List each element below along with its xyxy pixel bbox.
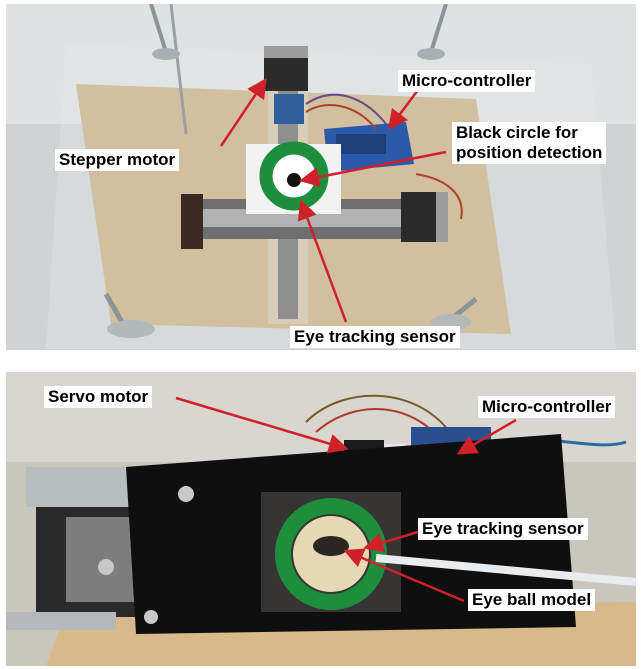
label-eye-ball-model: Eye ball model xyxy=(468,589,596,611)
eye-tracking-sensor-ring xyxy=(275,498,387,610)
top-photo: Stepper motor Micro-controller Black cir… xyxy=(6,4,636,350)
bottom-photo: Servo motor Micro-controller Eye trackin… xyxy=(6,372,636,666)
label-eye-tracking-sensor: Eye tracking sensor xyxy=(418,518,588,540)
arrow-eye-ball-model xyxy=(343,548,465,603)
label-eye-tracking-sensor: Eye tracking sensor xyxy=(290,326,460,348)
bottom-photo-image xyxy=(6,372,636,666)
label-stepper-motor: Stepper motor xyxy=(55,149,180,171)
arrow-eye-tracking-sensor xyxy=(363,530,419,553)
arrow-black-circle xyxy=(299,150,447,187)
arrow-stepper-motor xyxy=(219,77,267,147)
arrow-eye-tracking-sensor xyxy=(297,199,348,323)
label-micro-controller: Micro-controller xyxy=(398,70,536,92)
arrow-micro-controller xyxy=(388,85,422,130)
label-servo-motor: Servo motor xyxy=(44,386,153,408)
black-circle xyxy=(287,173,301,187)
arrow-servo-motor xyxy=(175,396,349,454)
label-micro-controller: Micro-controller xyxy=(478,396,616,418)
arrow-micro-controller xyxy=(456,418,517,455)
label-black-circle: Black circle for position detection xyxy=(452,122,607,164)
top-photo-image xyxy=(6,4,636,350)
